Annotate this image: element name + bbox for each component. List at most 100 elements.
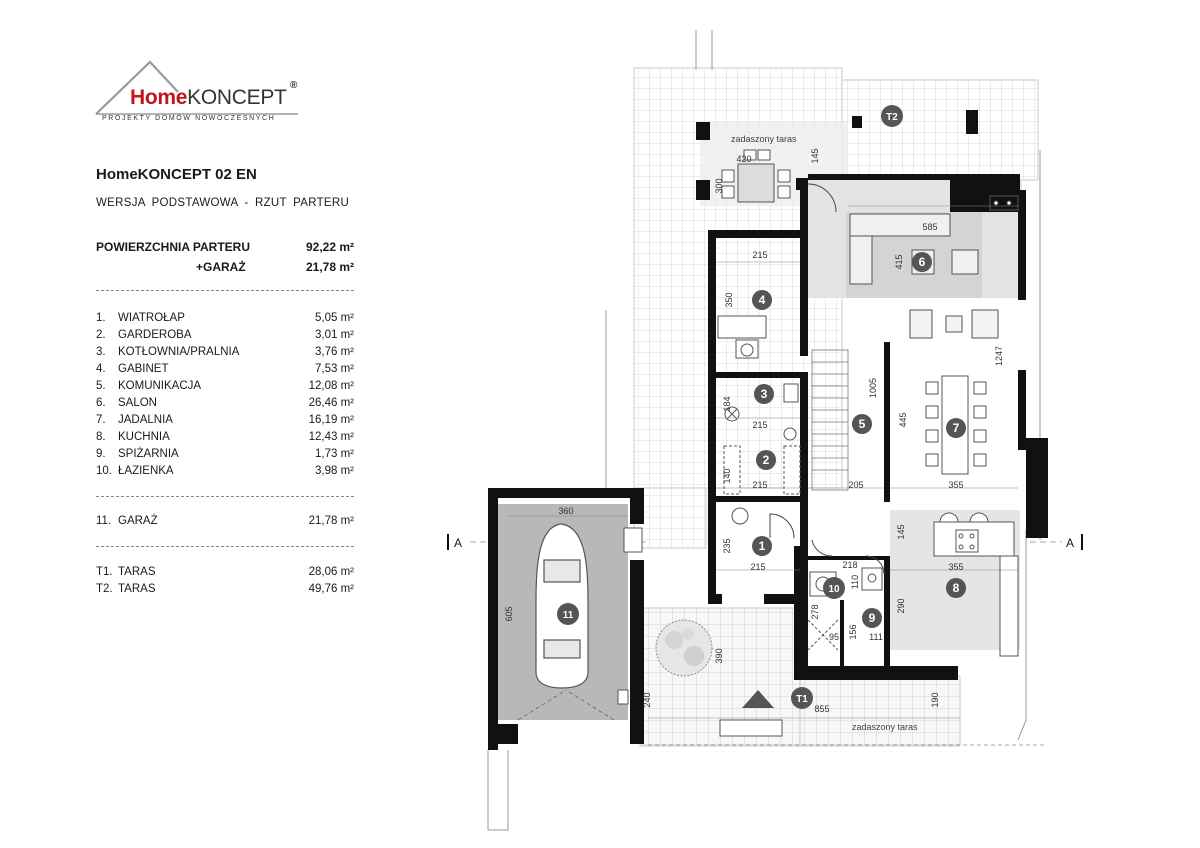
walls xyxy=(488,110,1048,750)
dimension-label: 355 xyxy=(948,480,963,490)
dimension-label: 355 xyxy=(948,562,963,572)
brand-registered: ® xyxy=(290,80,298,91)
terrace-number: T2. xyxy=(96,583,113,595)
room-marker-7: 7 xyxy=(946,418,966,438)
dimension-label: 415 xyxy=(894,254,904,269)
room-area: 12,43 m² xyxy=(308,431,354,443)
room-number: 6. xyxy=(96,397,106,409)
room-name: KOTŁOWNIA/PRALNIA xyxy=(118,346,240,358)
room-number: 8. xyxy=(96,431,106,443)
garage-room-number: 11. xyxy=(96,515,112,527)
room-area: 3,98 m² xyxy=(315,465,354,477)
room-marker-2: 2 xyxy=(756,450,776,470)
kitchen-counter-icon xyxy=(999,555,1019,657)
terrace-name: TARAS xyxy=(118,583,156,595)
garage-room-name: GARAŻ xyxy=(118,515,158,527)
svg-text:9: 9 xyxy=(869,611,876,625)
svg-text:6: 6 xyxy=(919,255,926,269)
room-name: KOMUNIKACJA xyxy=(118,380,202,392)
dimension-label: 215 xyxy=(752,420,767,430)
covered-terrace-label: zadaszony taras xyxy=(852,722,918,732)
garage-door-lines xyxy=(517,689,615,721)
room-number: 5. xyxy=(96,380,106,392)
dimension-label: 156 xyxy=(848,624,858,639)
garage-area-label: +GARAŻ xyxy=(196,260,246,274)
divider xyxy=(96,290,354,291)
room-marker-6: 6 xyxy=(912,252,932,272)
room-marker-11: 11 xyxy=(557,603,579,625)
dimension-label: 1005 xyxy=(868,378,878,398)
terrace-number: T1. xyxy=(96,566,113,578)
dimension-label: 190 xyxy=(930,692,940,707)
room-marker-4: 4 xyxy=(752,290,772,310)
room-name: KUCHNIA xyxy=(118,431,170,443)
room-marker-9: 9 xyxy=(862,608,882,628)
ground-area-label: POWIERZCHNIA PARTERU xyxy=(96,240,250,254)
room-area: 7,53 m² xyxy=(315,363,354,375)
stool-icon xyxy=(969,512,989,523)
room-marker-5: 5 xyxy=(852,414,872,434)
room-marker-t2: T2 xyxy=(881,105,903,127)
room-area: 12,08 m² xyxy=(308,380,354,392)
dimension-label: 145 xyxy=(896,524,906,539)
svg-text:T1: T1 xyxy=(796,694,808,705)
terrace-area: 49,76 m² xyxy=(308,583,354,595)
dimension-label: 1247 xyxy=(994,346,1004,366)
room-name: GABINET xyxy=(118,363,169,375)
wardrobe-icon xyxy=(723,445,741,495)
divider xyxy=(96,546,354,547)
dimension-label: 110 xyxy=(850,575,860,589)
room-name: JADALNIA xyxy=(118,414,173,426)
coat-rack-icon xyxy=(731,507,749,525)
boiler-icon xyxy=(783,383,799,403)
svg-text:3: 3 xyxy=(761,387,768,401)
outdoor-table-icon xyxy=(737,163,775,203)
dimension-label: 278 xyxy=(810,604,820,619)
svg-text:7: 7 xyxy=(953,421,960,435)
room-area: 5,05 m² xyxy=(315,312,354,324)
section-mark-left: A xyxy=(454,536,463,550)
room-number: 3. xyxy=(96,346,106,358)
armchair-icon xyxy=(909,309,933,339)
svg-text:1: 1 xyxy=(759,539,766,553)
terrace-area: 28,06 m² xyxy=(308,566,354,578)
bench-icon xyxy=(719,719,783,737)
room-marker-1: 1 xyxy=(752,536,772,556)
ground-area-value: 92,22 m² xyxy=(305,240,354,254)
divider xyxy=(96,496,354,497)
toilet-icon xyxy=(735,339,759,359)
room-name: SALON xyxy=(118,397,157,409)
brand-logo: HomeKONCEPT xyxy=(130,86,287,110)
room-marker-t1: T1 xyxy=(791,687,813,709)
room-marker-8: 8 xyxy=(946,578,966,598)
dimension-label: 855 xyxy=(814,704,829,714)
dimension-label: 95 xyxy=(829,632,839,642)
armchair-icon xyxy=(951,249,979,275)
wardrobe-icon xyxy=(783,445,801,495)
terrace-name: TARAS xyxy=(118,566,156,578)
dimension-lines xyxy=(506,205,1018,719)
room-number: 2. xyxy=(96,329,106,341)
dimension-label: 215 xyxy=(752,250,767,260)
staircase xyxy=(811,349,849,491)
svg-text:T2: T2 xyxy=(886,112,898,123)
dimension-label: 235 xyxy=(722,538,732,553)
garage-room-area: 21,78 m² xyxy=(308,515,354,527)
room-name: SPIŻARNIA xyxy=(118,448,179,460)
room-area: 3,01 m² xyxy=(315,329,354,341)
dimension-label: 140 xyxy=(722,468,732,483)
house-roof-logo-icon xyxy=(95,60,298,115)
room-name: WIATROŁAP xyxy=(118,312,185,324)
dimension-label: 350 xyxy=(724,292,734,307)
dimension-label: 360 xyxy=(558,506,573,516)
svg-text:8: 8 xyxy=(953,581,960,595)
brand-tagline: PROJEKTY DOMÓW NOWOCZESNYCH xyxy=(102,115,276,122)
dimension-label: 290 xyxy=(896,598,906,613)
svg-text:11: 11 xyxy=(563,610,574,621)
brand-koncept: KONCEPT xyxy=(187,86,287,109)
room-number: 10. xyxy=(96,465,112,477)
room-marker-10: 10 xyxy=(823,577,845,599)
dimension-label: 205 xyxy=(848,480,863,490)
section-mark-right: A xyxy=(1066,536,1075,550)
